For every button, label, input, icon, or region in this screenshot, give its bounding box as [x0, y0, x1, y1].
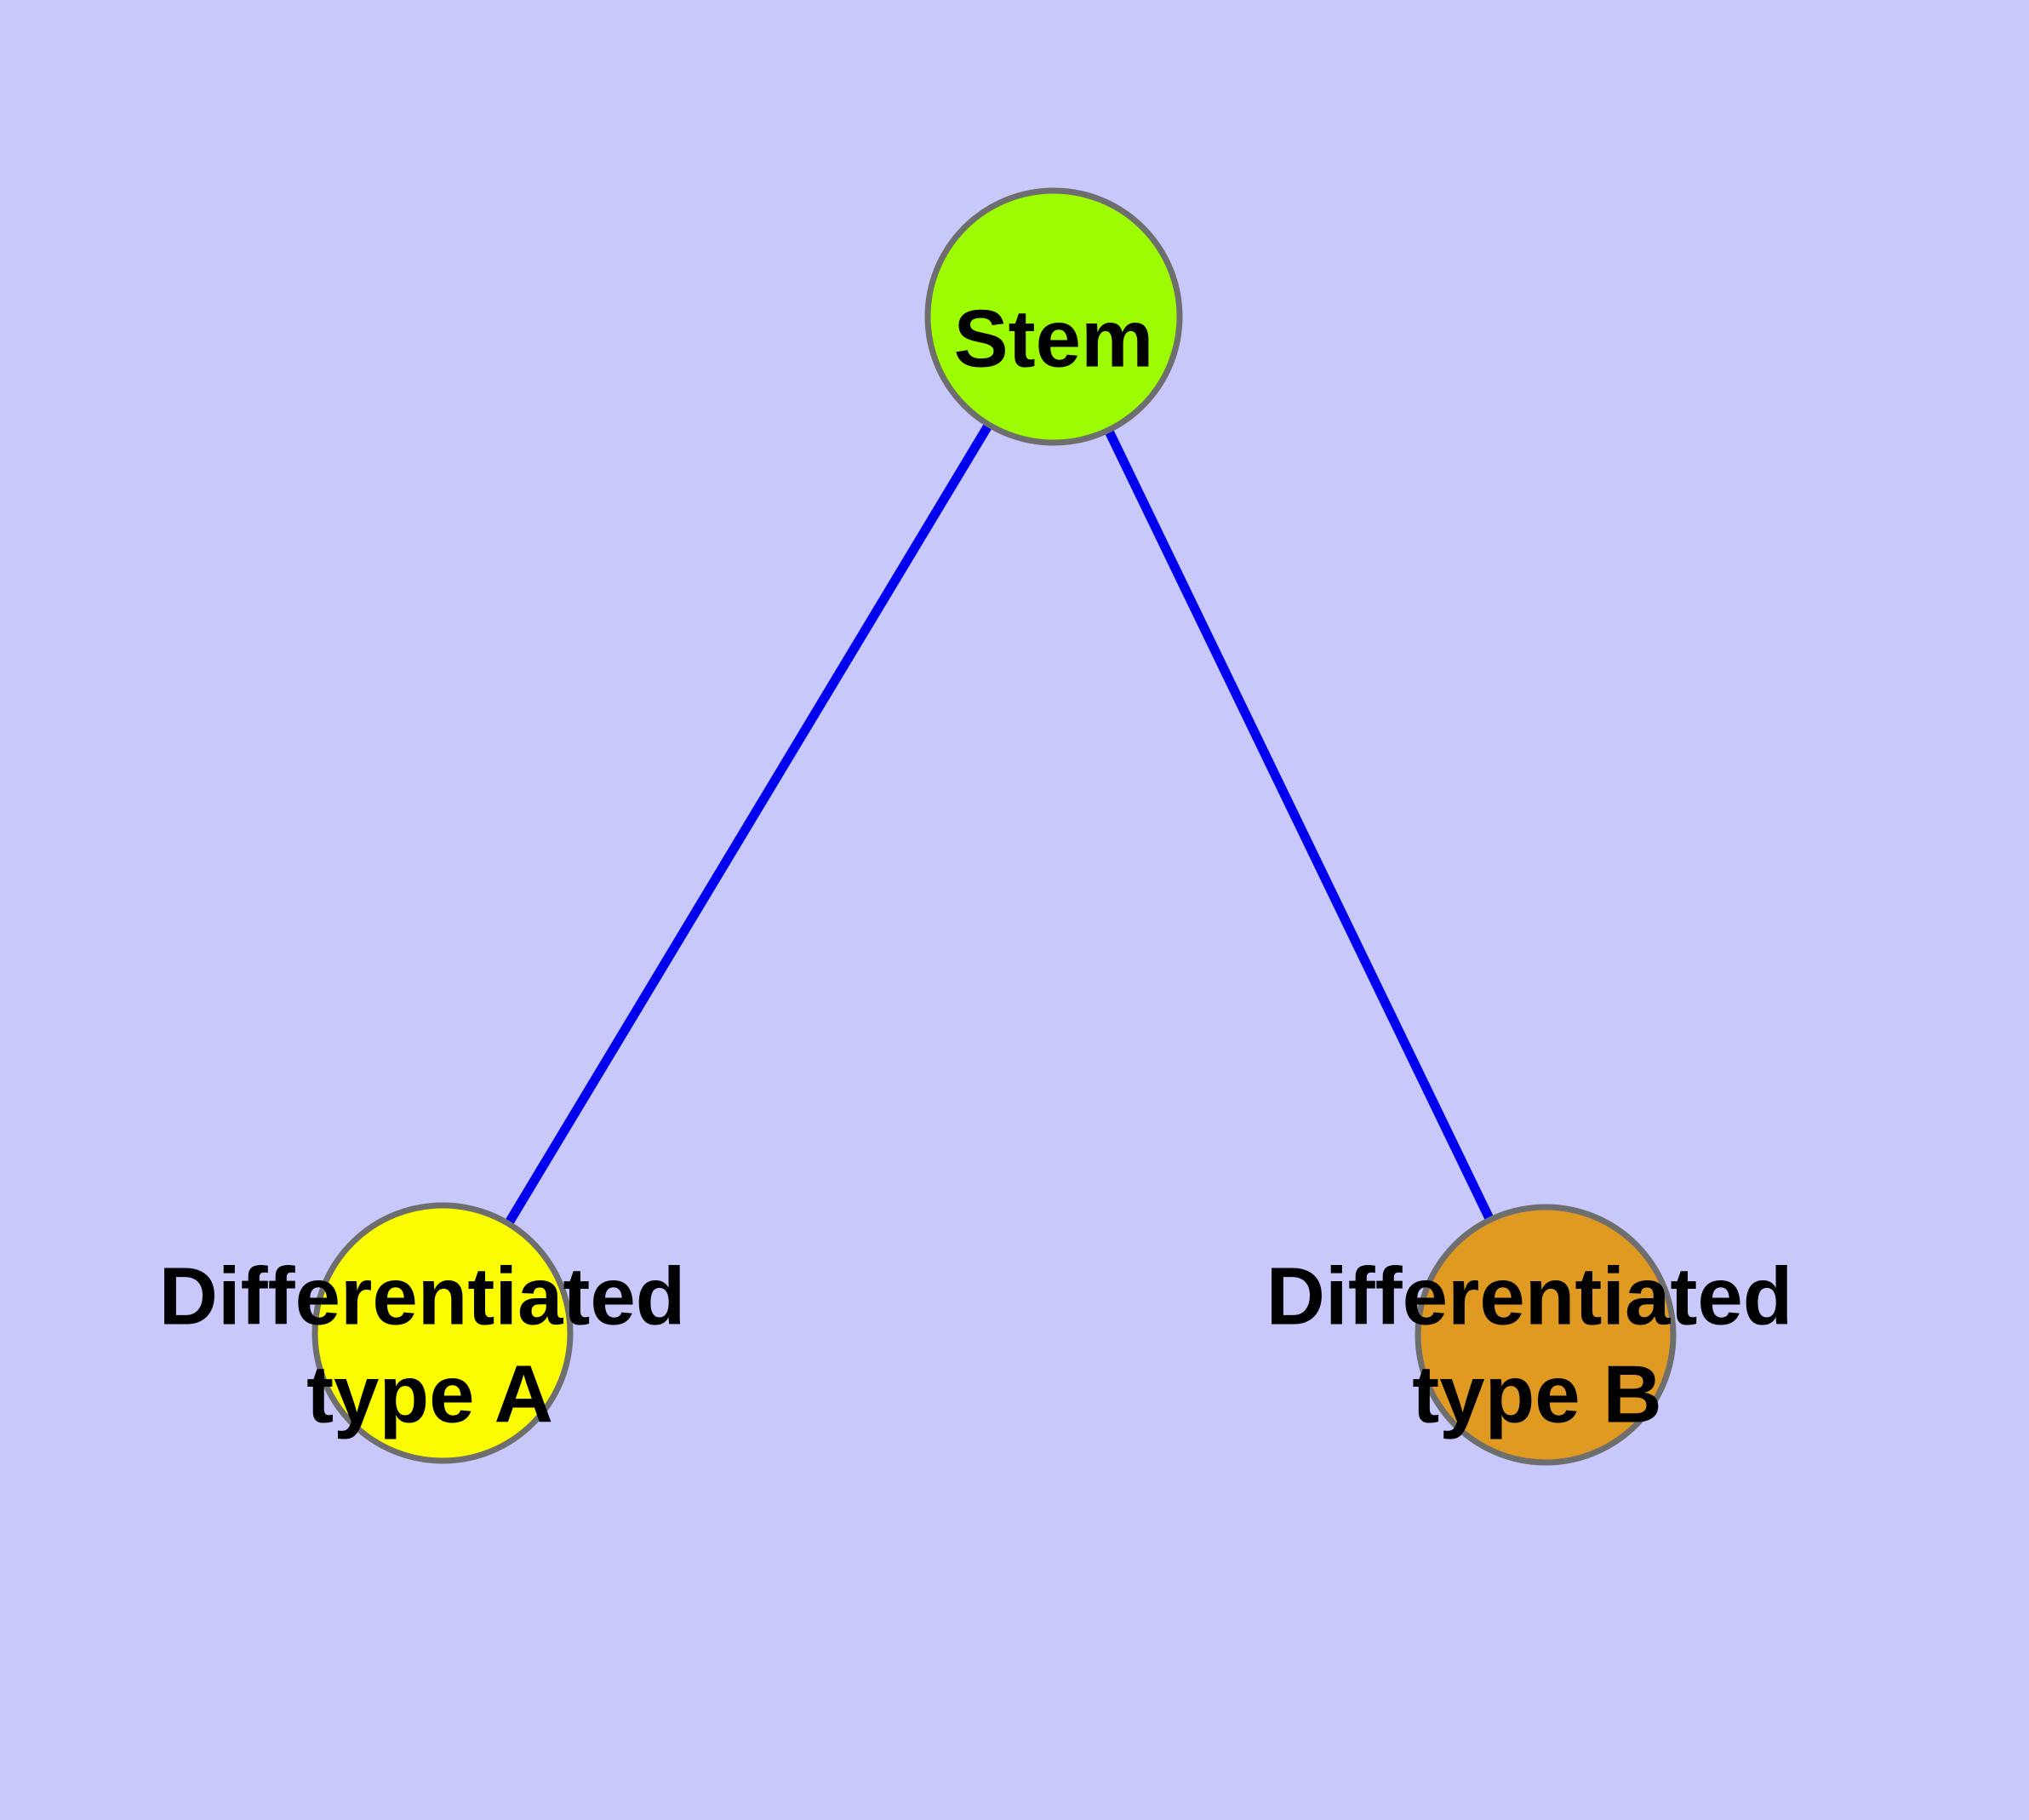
edge-layer [438, 314, 1550, 1337]
node-differentiated-type-b[interactable] [1415, 1204, 1677, 1466]
node-label-differentiated-type-b-line2: type B [1412, 1348, 1661, 1439]
node-circle-differentiated-type-b[interactable] [1415, 1204, 1677, 1466]
node-label-differentiated-type-a-line2: type A [306, 1348, 553, 1439]
edge-stem-to-differentiated-type-a[interactable] [438, 314, 1058, 1336]
node-differentiated-type-a[interactable] [311, 1202, 574, 1464]
node-layer [311, 187, 1677, 1466]
node-stem[interactable] [924, 187, 1183, 446]
node-label-differentiated-type-b-line1: Differentiated [1266, 1251, 1793, 1342]
node-label-differentiated-type-a-line1: Differentiated [159, 1251, 686, 1342]
node-label-stem: Stem [954, 293, 1154, 384]
node-circle-stem[interactable] [924, 187, 1183, 446]
label-layer: Stem Differentiated type A Differentiate… [159, 293, 1793, 1439]
node-circle-differentiated-type-a[interactable] [311, 1202, 574, 1464]
edge-stem-to-differentiated-type-b[interactable] [1049, 314, 1550, 1337]
